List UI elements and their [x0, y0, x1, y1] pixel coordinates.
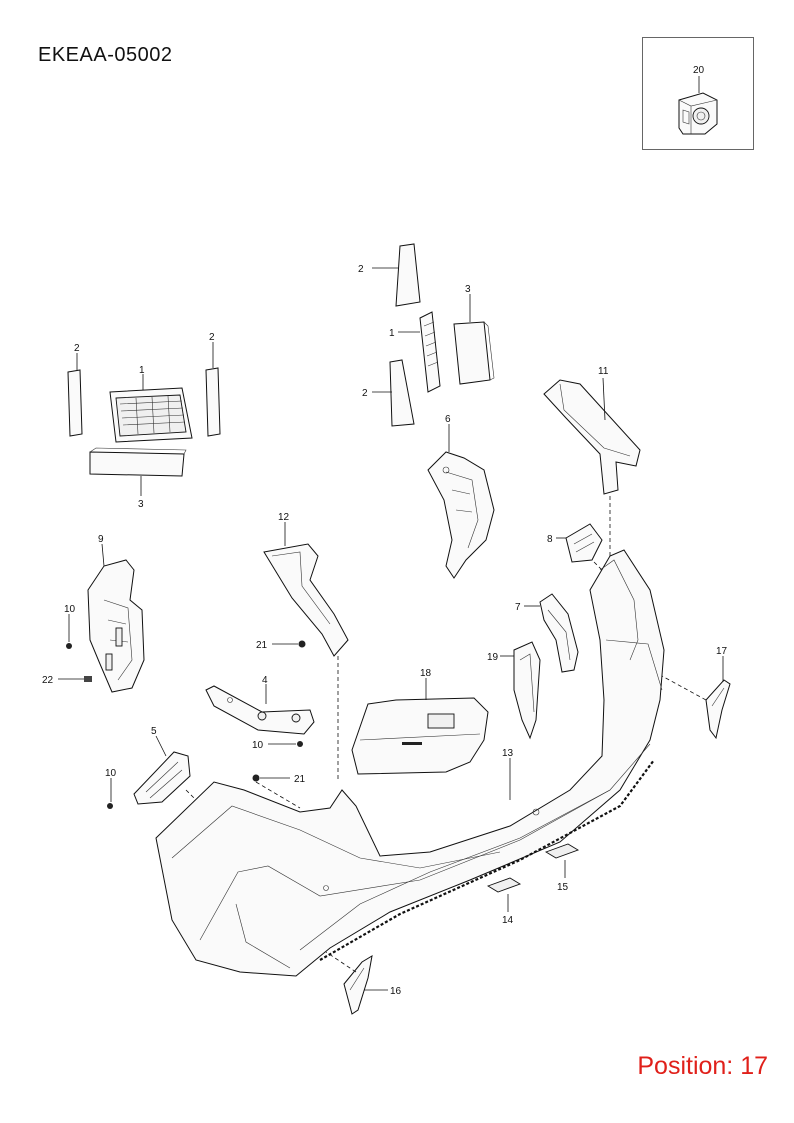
- callout-7: 7: [515, 602, 521, 613]
- part-4-lower-bracket: [205, 685, 315, 735]
- position-label: Position: 17: [637, 1052, 768, 1080]
- callout-3-a: 3: [138, 499, 144, 510]
- callout-22: 22: [42, 675, 54, 686]
- part-22-clip: [84, 676, 92, 682]
- part-10-nut-a: [66, 643, 72, 649]
- callout-17: 17: [716, 646, 728, 657]
- callout-2-c: 2: [358, 264, 364, 275]
- part-9-side-bracket: [87, 559, 145, 693]
- callout-2-a: 2: [74, 343, 80, 354]
- part-2-upper-pad: [395, 243, 421, 307]
- part-6-bracket: [427, 451, 495, 579]
- part-1-grille-left: [109, 387, 193, 443]
- part-2-left-pad: [67, 369, 83, 437]
- callout-20: 20: [693, 65, 705, 76]
- callout-11: 11: [598, 366, 609, 377]
- callout-1-b: 1: [389, 328, 395, 339]
- diagram-code: EKEAA-05002: [38, 44, 173, 66]
- part-21-nut-b: [252, 774, 260, 782]
- callout-16: 16: [390, 986, 402, 997]
- part-18-panel: [351, 697, 489, 775]
- callout-9: 9: [98, 534, 104, 545]
- part-12-support: [263, 543, 349, 657]
- part-19-reflector: [513, 641, 541, 740]
- part-1-grille-side: [419, 311, 441, 393]
- part-3-foam-left: [89, 447, 187, 477]
- part-10-nut-c: [107, 803, 113, 809]
- callout-14: 14: [502, 915, 514, 926]
- part-2-lower-pad: [389, 359, 415, 427]
- callout-10-b: 10: [252, 740, 264, 751]
- callout-1-a: 1: [139, 365, 145, 376]
- callout-21-b: 21: [294, 774, 306, 785]
- part-14-clip: [486, 877, 522, 893]
- part-3-foam-right: [453, 321, 495, 385]
- part-11-arch-liner: [543, 379, 641, 495]
- callout-6: 6: [445, 414, 451, 425]
- inset-box-part-20: 20: [642, 37, 754, 150]
- part-17-side-bracket: [705, 679, 731, 740]
- part-10-nut-b: [297, 741, 303, 747]
- callout-18: 18: [420, 668, 432, 679]
- callout-10-a: 10: [64, 604, 76, 615]
- callout-8: 8: [547, 534, 553, 545]
- callout-15: 15: [557, 882, 569, 893]
- part-5-corner-bracket: [133, 751, 191, 805]
- callout-12: 12: [278, 512, 290, 523]
- part-16-side-bracket: [343, 955, 373, 1015]
- callout-10-c: 10: [105, 768, 117, 779]
- callout-19: 19: [487, 652, 499, 663]
- part-2-right-pad: [205, 367, 221, 437]
- callout-2-b: 2: [209, 332, 215, 343]
- inset-clip-drawing: 20: [678, 65, 718, 135]
- part-8-clip: [565, 523, 603, 563]
- callout-21-a: 21: [256, 640, 268, 651]
- callout-2-d: 2: [362, 388, 368, 399]
- part-15-clip: [544, 843, 580, 859]
- callout-5: 5: [151, 726, 157, 737]
- part-7-bracket: [539, 593, 579, 673]
- callout-3-b: 3: [465, 284, 471, 295]
- part-21-nut-a: [298, 640, 306, 648]
- callout-13: 13: [502, 748, 514, 759]
- callout-4: 4: [262, 675, 268, 686]
- part-13-rear-bumper: [155, 549, 665, 977]
